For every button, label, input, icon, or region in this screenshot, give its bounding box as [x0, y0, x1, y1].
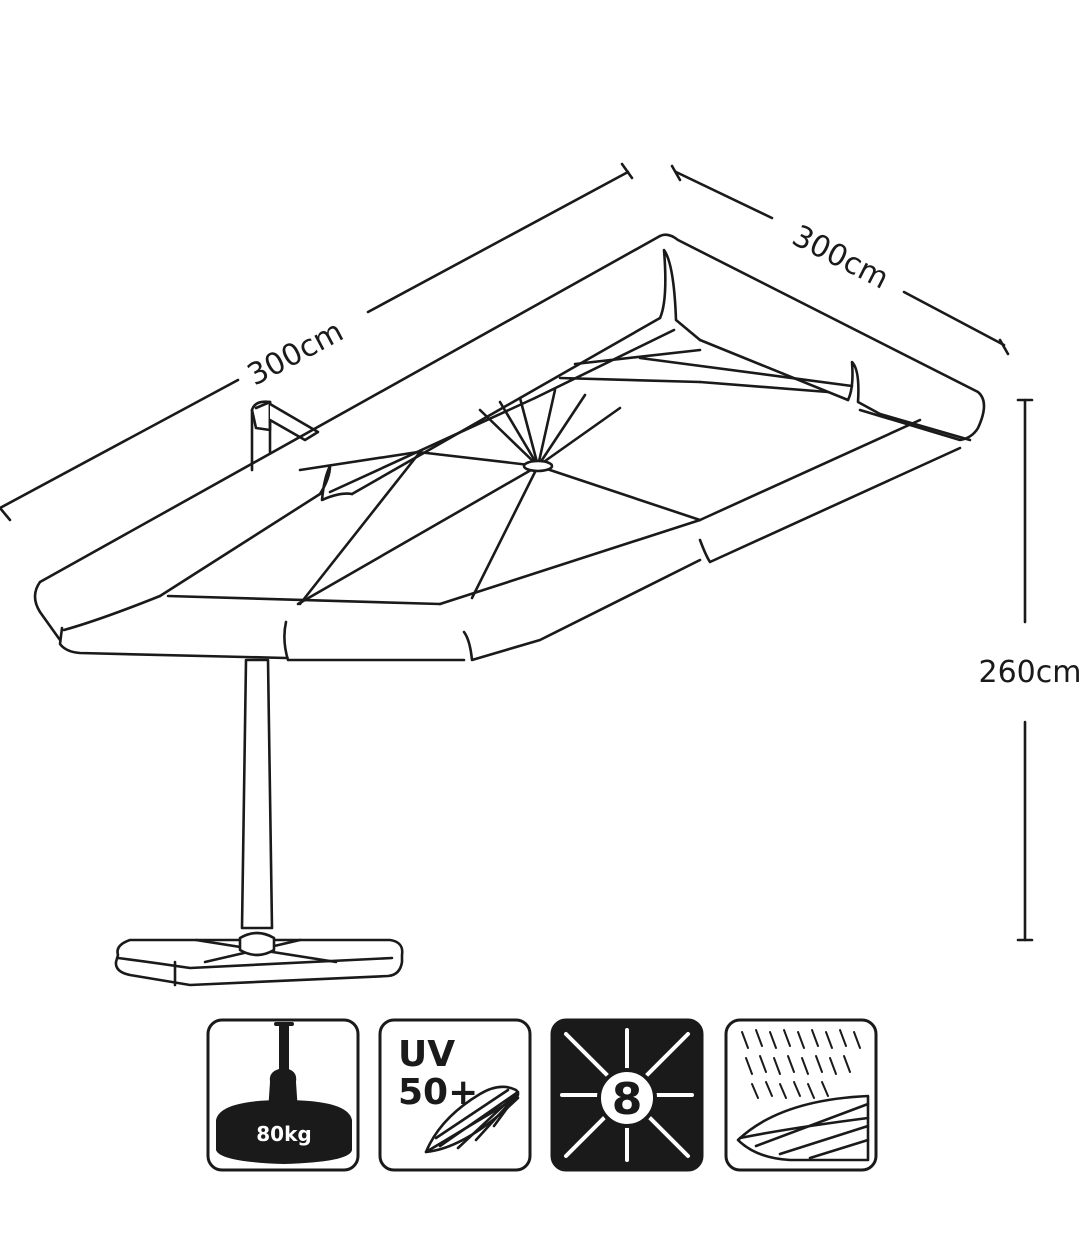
front-width-dimension: [0, 162, 634, 522]
height-label: 260cm: [979, 655, 1080, 690]
umbrella-canopy: [33, 233, 986, 662]
umbrella-pole: [240, 400, 320, 930]
feature-badge-water-repellent: [724, 1018, 878, 1172]
height-dimension: [1016, 398, 1034, 942]
ribs-count-label: 8: [612, 1074, 643, 1125]
feature-badge-base-weight: [206, 1018, 360, 1172]
front-width-label: 300cm: [242, 314, 349, 393]
side-depth-label: 300cm: [786, 219, 894, 297]
base-weight-label: 80kg: [256, 1122, 311, 1146]
feature-badge-ribs: [550, 1018, 704, 1172]
uv-label-line1: UV: [398, 1034, 455, 1075]
uv-label-line2: 50+: [398, 1072, 478, 1113]
umbrella-base: [114, 931, 404, 987]
side-depth-dimension: [670, 164, 1010, 356]
feature-badge-uv: [378, 1018, 532, 1172]
